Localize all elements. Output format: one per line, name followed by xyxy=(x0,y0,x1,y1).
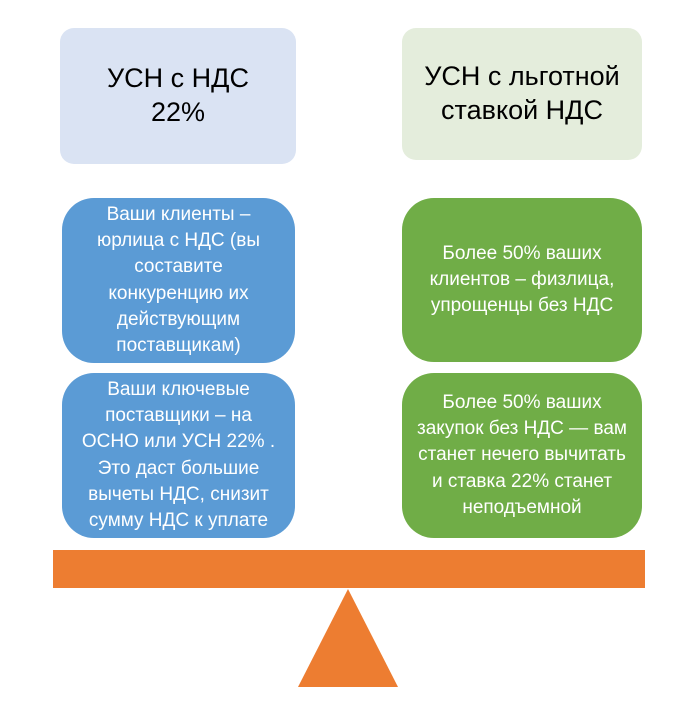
header-usn-reduced-vat: УСН с льготной ставкой НДС xyxy=(402,28,642,160)
balance-fulcrum-triangle-icon xyxy=(298,589,398,687)
balance-beam xyxy=(53,550,645,588)
right-argument-purchases: Более 50% ваших закупок без НДС — вам ст… xyxy=(402,373,642,538)
header-usn-vat-22: УСН с НДС 22% xyxy=(60,28,296,164)
left-argument-clients: Ваши клиенты – юрлица с НДС (вы составит… xyxy=(62,198,295,363)
left-argument-suppliers: Ваши ключевые поставщики – на ОСНО или У… xyxy=(62,373,295,538)
right-argument-clients: Более 50% ваших клиентов – физлица, упро… xyxy=(402,198,642,362)
